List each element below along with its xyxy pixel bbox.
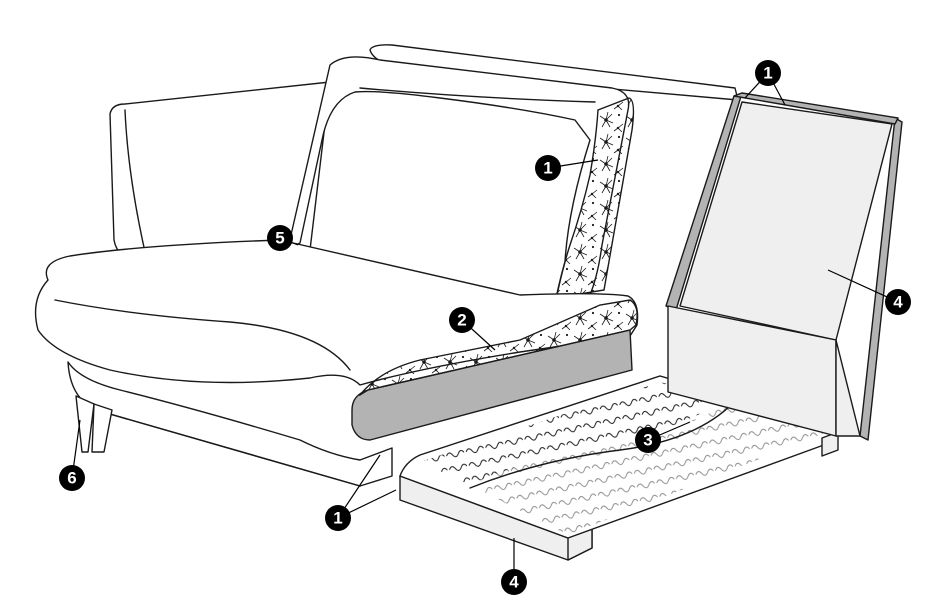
callout-label: 2: [457, 311, 466, 330]
callout-label: 3: [643, 431, 652, 450]
callout-4-frame-panel: 4: [885, 289, 911, 315]
callout-badges: 1 1 1 2 3 4 4 5: [59, 60, 911, 595]
right-back-frame: [665, 92, 903, 441]
back-cushion-inner-line: [359, 87, 596, 103]
spring-dense-region: [420, 382, 728, 485]
back-frame-lower-side: [835, 339, 861, 437]
callout-label: 6: [67, 469, 76, 488]
spring-light-region: [470, 400, 832, 535]
callout-3-springs: 3: [635, 427, 661, 453]
callout-label: 5: [275, 229, 284, 248]
callout-1-back-frame: 1: [755, 60, 781, 86]
callout-label: 4: [893, 293, 903, 312]
sofa-base-bottom-line: [95, 409, 361, 487]
spring-region-divider: [469, 397, 739, 489]
callout-label: 4: [509, 573, 519, 592]
sofa-leg-back: [91, 403, 113, 453]
back-frame-right-edge: [859, 117, 903, 441]
seat-fiber-layer: [358, 299, 638, 396]
seat-cushion-seam: [54, 299, 351, 371]
callout-1-back-cushion: 1: [535, 155, 561, 181]
callout-label: 1: [543, 159, 552, 178]
callout-label: 1: [763, 64, 772, 83]
spring-deck: [399, 375, 839, 561]
callout-2-fiber: 2: [449, 307, 475, 333]
callout-label: 1: [333, 509, 342, 528]
callout-6-leg: 6: [59, 465, 85, 491]
callout-4-base-board: 4: [501, 569, 527, 595]
callout-1-seat: 1: [325, 505, 351, 531]
sofa-leg: [75, 395, 95, 453]
back-frame-panel: [679, 101, 893, 341]
back-frame-top-edge: [733, 92, 899, 125]
sofa-body: [34, 44, 739, 487]
callout-5-cover: 5: [267, 225, 293, 251]
back-cushion-fiber-fill: [555, 97, 635, 299]
seat-foam-layer: [351, 329, 633, 441]
left-back-panel-edge: [124, 109, 149, 266]
